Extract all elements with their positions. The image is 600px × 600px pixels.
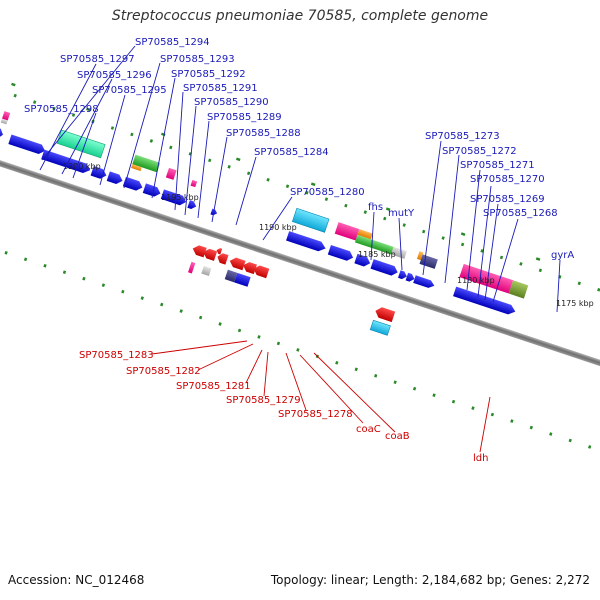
feature-box[interactable]	[508, 280, 529, 299]
scale-label: 1200 kbp	[63, 162, 101, 171]
gene-label-SP70585_1298[interactable]: SP70585_1298	[24, 104, 99, 115]
genome-backbone	[0, 90, 600, 444]
gene-label-SP70585_1297[interactable]: SP70585_1297	[60, 54, 135, 65]
genome-title: Streptococcus pneumoniae 70585, complete…	[111, 8, 489, 24]
feature-box[interactable]	[224, 269, 238, 283]
feature-box[interactable]	[201, 265, 212, 277]
feature-box[interactable]	[190, 179, 198, 188]
forward-gene-labels: SP70585_1294 SP70585_1297 SP70585_1293 S…	[24, 37, 574, 261]
forward-gene[interactable]	[354, 253, 371, 268]
gene-label-SP70585_1290[interactable]: SP70585_1290	[194, 97, 269, 108]
feature-box[interactable]	[132, 154, 161, 173]
reverse-gene[interactable]	[216, 247, 223, 255]
feature-box[interactable]	[0, 118, 8, 125]
feature-box[interactable]	[419, 254, 438, 269]
gene-label-SP70585_1270[interactable]: SP70585_1270	[470, 174, 545, 185]
gene-label-SP70585_1280[interactable]: SP70585_1280	[290, 187, 365, 198]
accession-text: Accession: NC_012468	[8, 573, 145, 587]
feature-box[interactable]	[334, 222, 360, 241]
feature-box[interactable]	[369, 319, 391, 336]
forward-gene[interactable]	[122, 176, 144, 192]
reverse-gene[interactable]	[228, 256, 246, 271]
feature-box[interactable]	[416, 251, 424, 261]
reverse-features[interactable]	[188, 258, 391, 338]
forward-genes[interactable]	[0, 116, 519, 317]
gene-label-SP70585_1281[interactable]: SP70585_1281	[176, 381, 251, 392]
scale-label: 1190 kbp	[259, 223, 297, 232]
gene-label-coaC[interactable]: coaC	[356, 424, 381, 435]
feature-box[interactable]	[357, 229, 373, 240]
gene-label-SP70585_1295[interactable]: SP70585_1295	[92, 85, 167, 96]
forward-gene[interactable]	[453, 286, 517, 317]
genome-track	[0, 32, 600, 505]
gene-label-gyrA[interactable]: gyrA	[551, 250, 574, 261]
forward-gene[interactable]	[187, 200, 197, 210]
gene-label-SP70585_1282[interactable]: SP70585_1282	[126, 366, 201, 377]
forward-gene[interactable]	[405, 272, 416, 283]
gene-label-SP70585_1279[interactable]: SP70585_1279	[226, 395, 301, 406]
reverse-gene[interactable]	[191, 244, 207, 258]
feature-box[interactable]	[234, 272, 251, 287]
scale-label: 1185 kbp	[358, 250, 396, 259]
gene-label-SP70585_1271[interactable]: SP70585_1271	[460, 160, 535, 171]
gene-label-SP70585_1269[interactable]: SP70585_1269	[470, 194, 545, 205]
gene-label-SP70585_1294[interactable]: SP70585_1294	[135, 37, 210, 48]
forward-gene[interactable]	[106, 171, 124, 185]
reverse-gene[interactable]	[216, 252, 229, 265]
gene-label-SP70585_1283[interactable]: SP70585_1283	[79, 350, 154, 361]
gene-label-SP70585_1289[interactable]: SP70585_1289	[207, 112, 282, 123]
forward-gene[interactable]	[398, 270, 408, 280]
feature-box[interactable]	[391, 246, 407, 259]
forward-features[interactable]	[0, 102, 529, 299]
forward-gene[interactable]	[142, 183, 162, 198]
gene-label-mutY[interactable]: mutY	[388, 208, 415, 219]
gene-label-ldh[interactable]: ldh	[473, 453, 488, 464]
gene-label-SP70585_1278[interactable]: SP70585_1278	[278, 409, 353, 420]
reverse-gene-labels: SP70585_1283 SP70585_1282 SP70585_1281 S…	[79, 350, 488, 464]
feature-box[interactable]	[56, 129, 106, 159]
gene-label-SP70585_1272[interactable]: SP70585_1272	[442, 146, 517, 157]
gene-label-SP70585_1288[interactable]: SP70585_1288	[226, 128, 301, 139]
gene-label-SP70585_1293[interactable]: SP70585_1293	[160, 54, 235, 65]
reverse-genes[interactable]	[191, 240, 397, 323]
feature-box[interactable]	[165, 167, 177, 180]
scale-labels: 1200 kbp 1195 kbp 1190 kbp 1185 kbp 1180…	[63, 162, 594, 308]
forward-gene[interactable]	[8, 134, 46, 155]
forward-gene[interactable]	[370, 259, 399, 277]
genome-summary-text: Topology: linear; Length: 2,184,682 bp; …	[270, 573, 590, 587]
gene-label-fhs[interactable]: fhs	[368, 202, 383, 213]
gene-label-SP70585_1284[interactable]: SP70585_1284	[254, 147, 329, 158]
gene-label-coaB[interactable]: coaB	[385, 431, 410, 442]
gene-label-SP70585_1291[interactable]: SP70585_1291	[183, 83, 258, 94]
scale-label: 1195 kbp	[161, 193, 199, 202]
scale-label: 1180 kbp	[457, 276, 495, 285]
forward-leader-lines	[39, 45, 561, 313]
forward-gene[interactable]	[41, 149, 92, 175]
feature-box[interactable]	[2, 111, 11, 121]
feature-box[interactable]	[131, 164, 142, 172]
gene-label-SP70585_1273[interactable]: SP70585_1273	[425, 131, 500, 142]
reverse-gene[interactable]	[252, 264, 270, 279]
gene-label-SP70585_1268[interactable]: SP70585_1268	[483, 208, 558, 219]
gene-label-SP70585_1296[interactable]: SP70585_1296	[77, 70, 152, 81]
gene-label-SP70585_1292[interactable]: SP70585_1292	[171, 69, 246, 80]
reverse-gene[interactable]	[202, 247, 218, 261]
reverse-leader-lines	[151, 340, 491, 453]
forward-gene[interactable]	[160, 189, 188, 206]
feature-box[interactable]	[459, 263, 514, 294]
forward-gene[interactable]	[286, 231, 327, 253]
reverse-gene[interactable]	[374, 306, 396, 323]
feature-box[interactable]	[354, 234, 394, 255]
forward-gene[interactable]	[327, 244, 355, 262]
scale-label: 1175 kbp	[556, 299, 594, 308]
reverse-gene[interactable]	[241, 261, 257, 275]
forward-gene[interactable]	[413, 275, 435, 289]
feature-box[interactable]	[291, 207, 330, 233]
feature-box[interactable]	[188, 261, 196, 274]
forward-gene[interactable]	[0, 127, 5, 140]
